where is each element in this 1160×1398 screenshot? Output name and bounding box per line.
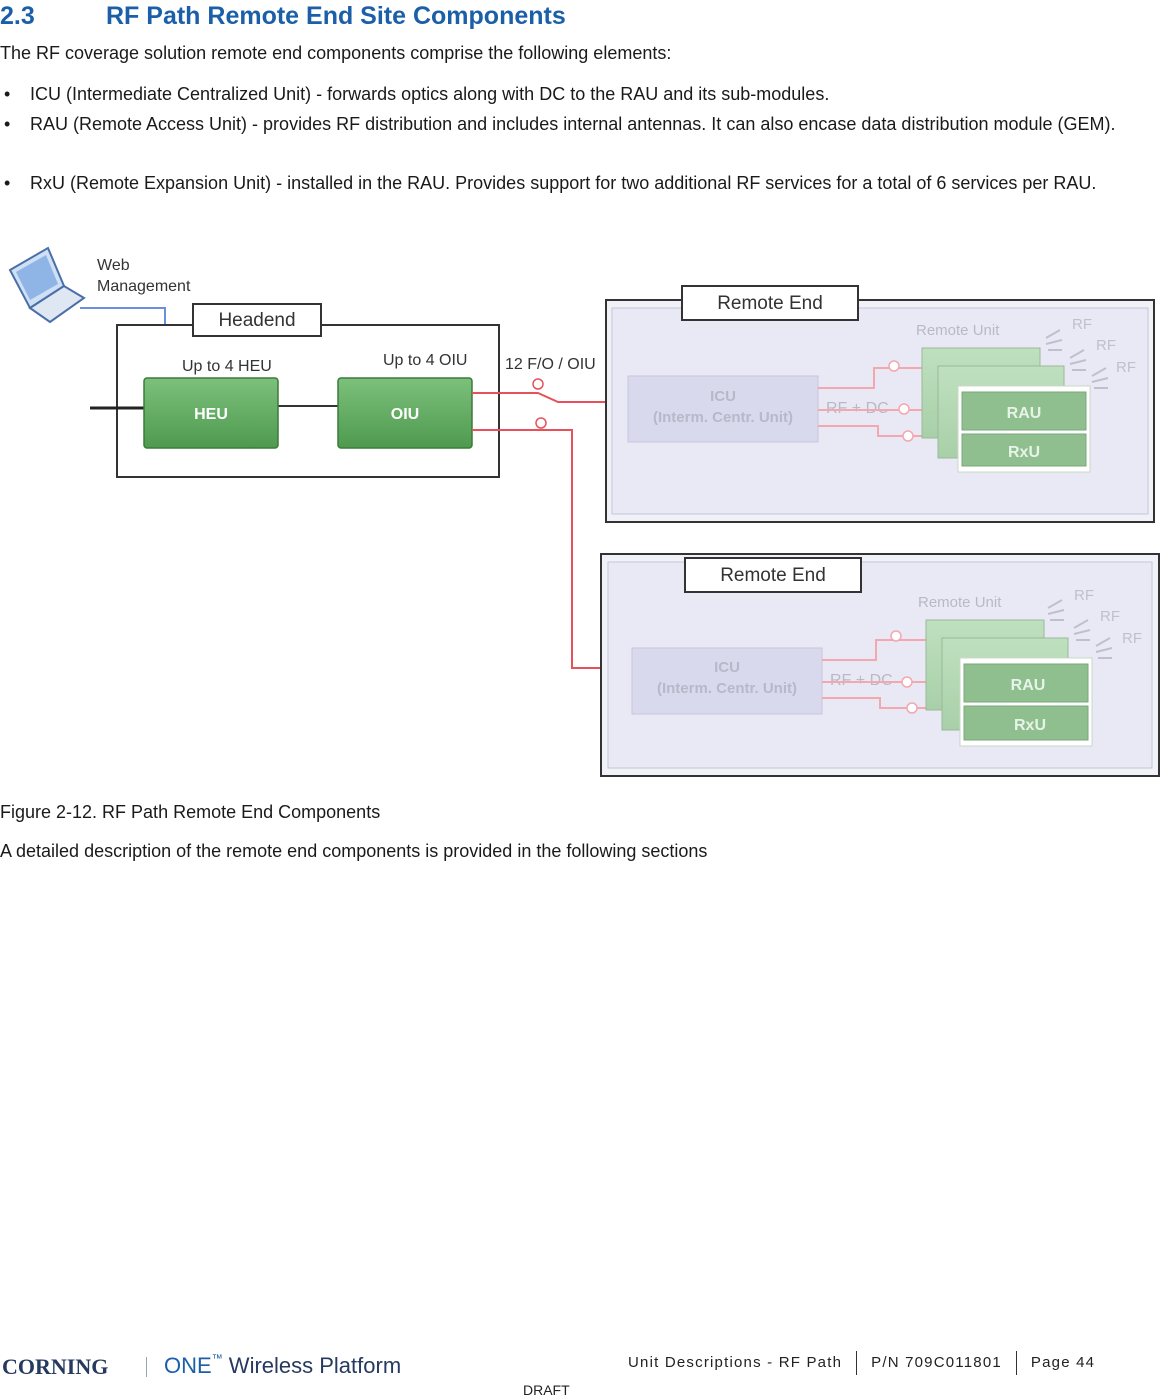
headend-label-box bbox=[192, 303, 322, 337]
rf-connector bbox=[888, 360, 900, 372]
oiu-label: OIU bbox=[391, 406, 419, 423]
web-management-label-1: Web bbox=[97, 257, 130, 274]
logo-one-text: ONE bbox=[164, 1353, 212, 1378]
remote-unit-label: Remote Unit bbox=[916, 322, 1000, 339]
fiber-count-label: 12 F/O / OIU bbox=[505, 356, 596, 373]
bullet-text: RAU (Remote Access Unit) - provides RF d… bbox=[30, 114, 1116, 134]
remote-end-label: Remote End bbox=[720, 565, 826, 586]
rau-label: RAU bbox=[1011, 677, 1046, 694]
rf-label: RF bbox=[1122, 630, 1142, 647]
footer-divider bbox=[856, 1351, 858, 1375]
rxu-label: RxU bbox=[1008, 444, 1040, 461]
logo-platform-text: Wireless Platform bbox=[222, 1353, 402, 1378]
rf-path-diagram: Web Management Headend Up to 4 HEU Up to… bbox=[0, 238, 1160, 783]
rf-connector bbox=[901, 676, 913, 688]
remote-end-label: Remote End bbox=[717, 293, 823, 314]
rf-connector bbox=[906, 702, 918, 714]
up-to-heu-label: Up to 4 HEU bbox=[182, 358, 272, 375]
diagram-svg: Web Management Headend Up to 4 HEU Up to… bbox=[8, 246, 1160, 777]
fiber-connector bbox=[535, 417, 547, 429]
footer-divider bbox=[1015, 1351, 1017, 1375]
page-footer: CORNING ONE™ Wireless Platform Unit Desc… bbox=[0, 1345, 1160, 1398]
rf-label: RF bbox=[1096, 337, 1116, 354]
footer-section: Unit Descriptions - RF Path bbox=[628, 1353, 843, 1371]
icu-sublabel: (Interm. Centr. Unit) bbox=[653, 409, 793, 426]
draft-mark: DRAFT bbox=[523, 1382, 570, 1398]
intro-paragraph: The RF coverage solution remote end comp… bbox=[0, 43, 672, 63]
rau-box bbox=[961, 391, 1087, 431]
web-management-label-2: Management bbox=[97, 278, 191, 295]
icu-label: ICU bbox=[710, 388, 736, 405]
up-to-oiu-label: Up to 4 OIU bbox=[383, 352, 467, 369]
section-number: 2.3 bbox=[0, 2, 35, 30]
description-paragraph: A detailed description of the remote end… bbox=[0, 841, 708, 861]
rf-label: RF bbox=[1116, 359, 1136, 376]
remote-unit-label: Remote Unit bbox=[918, 594, 1002, 611]
logo-tm: ™ bbox=[211, 1353, 223, 1365]
antenna-icon bbox=[1045, 329, 1109, 389]
remote-end-1: Remote End Remote Unit ICU (Interm. Cent… bbox=[605, 285, 1155, 523]
headend-label: Headend bbox=[218, 310, 295, 331]
rxu-box bbox=[963, 705, 1089, 741]
remote-end-2: Remote End Remote Unit ICU (Interm. Cent… bbox=[600, 553, 1160, 777]
rau-label: RAU bbox=[1007, 405, 1042, 422]
rxu-label: RxU bbox=[1014, 717, 1046, 734]
bullet-symbol: • bbox=[4, 114, 11, 134]
icu-label: ICU bbox=[714, 659, 740, 676]
icu-sublabel: (Interm. Centr. Unit) bbox=[657, 680, 797, 697]
antenna-icon bbox=[1047, 599, 1113, 659]
laptop-icon bbox=[8, 246, 86, 324]
bullet-text: ICU (Intermediate Centralized Unit) - fo… bbox=[30, 84, 830, 104]
heu-box bbox=[143, 377, 279, 449]
oiu-box bbox=[337, 377, 473, 449]
rf-connector bbox=[902, 430, 914, 442]
logo-divider bbox=[146, 1357, 147, 1377]
rf-label: RF bbox=[1072, 316, 1092, 333]
icu-box bbox=[627, 375, 819, 443]
section-heading: 2.3 RF Path Remote End Site Components bbox=[0, 0, 1160, 34]
rf-label: RF bbox=[1074, 587, 1094, 604]
one-platform-logo: ONE™ Wireless Platform bbox=[164, 1353, 401, 1379]
bullet-symbol: • bbox=[4, 84, 11, 104]
fiber-lines bbox=[472, 392, 606, 669]
rxu-box bbox=[961, 433, 1087, 467]
heu-label: HEU bbox=[194, 406, 228, 423]
bullet-text: RxU (Remote Expansion Unit) - installed … bbox=[30, 173, 1097, 193]
rf-label: RF bbox=[1100, 608, 1120, 625]
icu-box bbox=[631, 647, 823, 715]
footer-page-number: Page 44 bbox=[1030, 1353, 1096, 1371]
corning-logo: CORNING bbox=[2, 1354, 109, 1379]
fiber-connector bbox=[532, 378, 544, 390]
rf-connector bbox=[898, 403, 910, 415]
figure-caption: Figure 2-12. RF Path Remote End Componen… bbox=[0, 802, 381, 822]
footer-info: Unit Descriptions - RF Path P/N 709C01180… bbox=[628, 1351, 1095, 1375]
rau-box bbox=[963, 663, 1089, 703]
rf-dc-label: RF + DC bbox=[830, 672, 893, 689]
rf-connector bbox=[890, 630, 902, 642]
rf-dc-label: RF + DC bbox=[826, 400, 889, 417]
section-title: RF Path Remote End Site Components bbox=[106, 2, 566, 30]
bullet-symbol: • bbox=[4, 173, 11, 193]
footer-part-number: P/N 709C011801 bbox=[871, 1353, 1002, 1371]
